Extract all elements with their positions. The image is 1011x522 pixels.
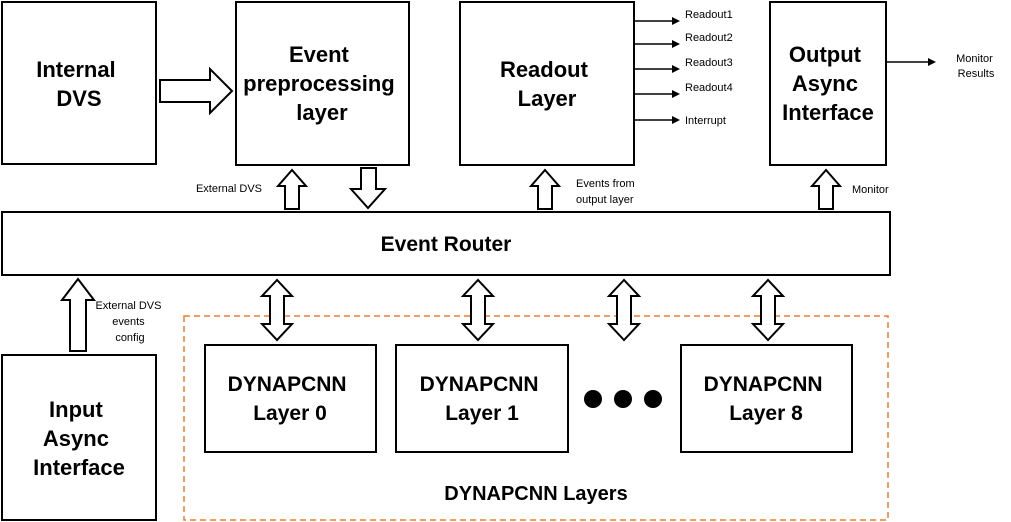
svg-text:Input Async Interf: Input Async Interface <box>33 397 125 480</box>
arrow-preprocessing-to-router <box>348 167 388 210</box>
input-async-line-2: Async <box>43 426 109 451</box>
bidir-arrows <box>259 278 786 342</box>
ellipsis-dot-3 <box>644 390 662 408</box>
dynapcnn-layer-0-line-1: DYNAPCNN <box>228 373 347 396</box>
dynapcnn-layer-1-block: DYNAPCNN Layer 1 <box>395 344 569 453</box>
event-preprocessing-line-2: preprocessing <box>243 71 395 96</box>
input-async-line-1: Input <box>49 397 103 422</box>
arrow-router-to-readout <box>528 168 562 210</box>
readout2-label: Readout2 <box>685 32 733 44</box>
svg-text:Event preprocessing: Event preprocessing layer <box>243 42 401 125</box>
interrupt-label: Interrupt <box>685 115 726 127</box>
readout-layer-line-1: Readout <box>500 57 589 82</box>
internal-dvs-block: Internal DVS <box>1 1 157 165</box>
dynapcnn-layer-1-line-2: Layer 1 <box>445 402 519 425</box>
monitor-results-arrowhead <box>928 58 936 66</box>
svg-text:DYNAPCNN Layer 0: DYNAPCNN Layer 0 <box>228 373 353 425</box>
svg-text:DYNAPCNN Layer 1: DYNAPCNN Layer 1 <box>420 373 545 425</box>
dynapcnn-layer-0-block: DYNAPCNN Layer 0 <box>204 344 377 453</box>
ellipsis-dot-1 <box>584 390 602 408</box>
svg-text:Monitor Results: Monitor Results <box>956 53 996 80</box>
svg-text:DYNAPCNN Layer 8: DYNAPCNN Layer 8 <box>704 373 829 425</box>
ellipsis-dot-2 <box>614 390 632 408</box>
bidir-arrow-ellipsis <box>606 278 642 342</box>
output-async-line-1: Output <box>789 42 862 67</box>
readout-layer-block: Readout Layer <box>459 1 635 166</box>
external-dvs-config-line-3: config <box>115 332 144 344</box>
arrow-router-to-output-monitor <box>809 168 843 210</box>
external-dvs-config-line-1: External DVS <box>95 300 161 312</box>
arrow-internal-dvs-to-preprocessing <box>159 66 234 116</box>
input-async-line-3: Interface <box>33 455 125 480</box>
bidir-arrow-layer-0 <box>259 278 295 342</box>
readout-outputs <box>634 17 680 124</box>
bidir-arrow-layer-8 <box>750 278 786 342</box>
event-router-label: Event Router <box>381 233 512 256</box>
arrow-input-to-router <box>59 277 97 352</box>
svg-text:Events from output layer: Events from output layer <box>576 178 638 206</box>
events-from-output-line-2: output layer <box>576 194 634 206</box>
arrow-external-dvs-up <box>275 168 309 210</box>
event-preprocessing-block: Event preprocessing layer <box>235 1 410 166</box>
svg-text:External DVS events co: External DVS events config <box>95 300 164 344</box>
svg-text:Readout Layer: Readout Layer <box>500 57 594 111</box>
readout-layer-line-2: Layer <box>518 86 577 111</box>
dynapcnn-group-label: DYNAPCNN Layers <box>444 483 627 505</box>
dynapcnn-layer-8-block: DYNAPCNN Layer 8 <box>680 344 853 453</box>
bidir-arrow-layer-1 <box>460 278 496 342</box>
dynapcnn-group-border <box>183 315 889 521</box>
monitor-label: Monitor <box>852 184 889 196</box>
input-async-interface-block: Input Async Interface <box>1 354 157 521</box>
output-async-interface-block: Output Async Interface <box>769 1 887 166</box>
external-dvs-config-line-2: events <box>112 316 145 328</box>
events-from-output-line-1: Events from <box>576 178 635 190</box>
internal-dvs-line-2: DVS <box>56 86 101 111</box>
event-router-block: Event Router <box>1 211 891 276</box>
event-preprocessing-line-3: layer <box>296 100 348 125</box>
readout4-label: Readout4 <box>685 82 733 94</box>
dynapcnn-layer-1-line-1: DYNAPCNN <box>420 373 539 396</box>
dynapcnn-layer-8-line-2: Layer 8 <box>729 402 803 425</box>
readout3-label: Readout3 <box>685 57 733 69</box>
dynapcnn-layer-0-line-2: Layer 0 <box>253 402 327 425</box>
output-async-line-3: Interface <box>782 100 874 125</box>
monitor-results-line-1: Monitor <box>956 53 993 65</box>
internal-dvs-line-1: Internal <box>36 57 115 82</box>
output-async-line-2: Async <box>792 71 858 96</box>
dynapcnn-layer-8-line-1: DYNAPCNN <box>704 373 823 396</box>
event-preprocessing-line-1: Event <box>289 42 350 67</box>
external-dvs-label: External DVS <box>196 183 262 195</box>
readout1-label: Readout1 <box>685 9 733 21</box>
svg-text:Internal DVS: Internal DVS <box>36 57 122 111</box>
monitor-results-line-2: Results <box>958 68 995 80</box>
svg-text:Output Async Inter: Output Async Interface <box>782 42 874 125</box>
